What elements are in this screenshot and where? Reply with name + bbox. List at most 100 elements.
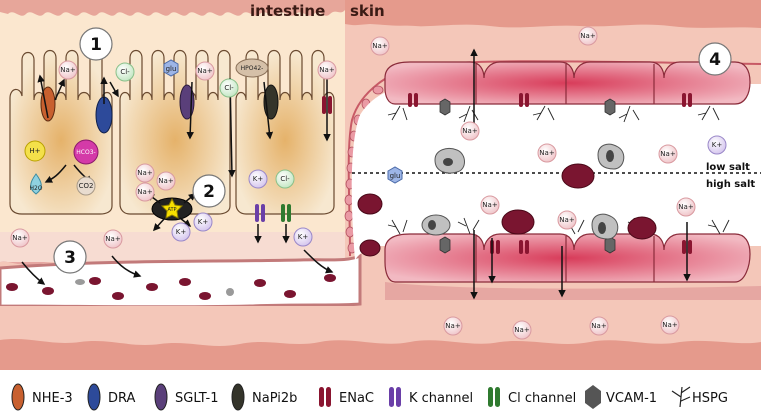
legend-label: NHE-3 (32, 391, 73, 406)
svg-text:Na+: Na+ (482, 201, 498, 209)
hspg-icon (671, 386, 691, 408)
na-ion: Na+ (135, 163, 155, 183)
channel-icon (319, 387, 331, 407)
legend-panel (0, 372, 761, 419)
svg-text:Na+: Na+ (591, 322, 607, 330)
na-ion: Na+ (589, 316, 609, 336)
step-badge-4: 4 (698, 42, 732, 76)
legend-item: Cl channel (488, 387, 576, 407)
na-ion: Na+ (512, 320, 532, 340)
legend-item: HSPG (671, 386, 728, 408)
na-ion: Na+ (10, 228, 30, 248)
svg-text:Na+: Na+ (559, 216, 575, 224)
upper-endothelium (384, 61, 751, 105)
svg-text:glu: glu (166, 65, 177, 73)
svg-text:1: 1 (90, 35, 102, 55)
svg-text:Na+: Na+ (678, 203, 694, 211)
legend-item: SGLT-1 (154, 383, 219, 411)
k-ion: K+ (193, 212, 213, 232)
na-ion: Na+ (135, 182, 155, 202)
k-channel (255, 204, 265, 222)
legend-label: K channel (409, 391, 473, 406)
step-badge-3: 3 (53, 240, 87, 274)
na-ion: Na+ (578, 26, 598, 46)
svg-text:Na+: Na+ (137, 169, 153, 177)
cell-1 (9, 49, 113, 215)
ions: Na+ Na+ Na+ Na+ Na+ Na+ Na+ Na+ Na+ Na+ … (10, 26, 727, 340)
svg-text:Na+: Na+ (158, 177, 174, 185)
svg-text:CO2: CO2 (79, 182, 94, 190)
legend-label: ENaC (339, 391, 374, 406)
legend-label: Cl channel (508, 391, 576, 406)
skin-lumen (351, 84, 761, 260)
channel-icon (389, 387, 401, 407)
legend-item: K channel (389, 387, 473, 407)
cl-ion: Cl- (115, 62, 135, 82)
legend-label: HSPG (692, 391, 728, 406)
intestine-brush-border (0, 0, 345, 16)
na-ion: Na+ (460, 121, 480, 141)
svg-text:glu: glu (390, 172, 401, 180)
legend-item: VCAM-1 (585, 385, 657, 409)
skin-dermis-top (345, 0, 761, 28)
svg-text:Na+: Na+ (60, 66, 76, 74)
na-ion: Na+ (537, 143, 557, 163)
glucose: glu (387, 166, 403, 184)
na-ion: Na+ (58, 60, 78, 80)
cl-ion: Cl- (275, 169, 295, 189)
svg-text:Na+: Na+ (539, 149, 555, 157)
glucose: glu (163, 59, 179, 77)
legend: NHE-3 DRA SGLT-1 NaPi2b ENaC K channel Cl chan… (11, 383, 728, 411)
legend-item: DRA (87, 383, 136, 411)
na-ion: Na+ (370, 36, 390, 56)
svg-text:Na+: Na+ (372, 42, 388, 50)
svg-text:Cl-: Cl- (120, 68, 130, 76)
legend-item: ENaC (319, 387, 374, 407)
h2o-drop: H2O (29, 173, 43, 195)
transporter-icon (154, 383, 168, 411)
na-ion: Na+ (195, 61, 215, 81)
vcam1-markers (439, 98, 616, 254)
svg-text:Cl-: Cl- (280, 175, 290, 183)
skin-heading: skin (350, 2, 385, 20)
svg-text:4: 4 (709, 50, 721, 70)
co2-ion: CO2 (76, 176, 96, 196)
svg-text:K+: K+ (253, 175, 264, 183)
svg-text:Na+: Na+ (514, 326, 530, 334)
svg-text:Na+: Na+ (197, 67, 213, 75)
na-ion: Na+ (103, 229, 123, 249)
k-ion: K+ (293, 227, 313, 247)
svg-text:Na+: Na+ (462, 127, 478, 135)
svg-text:K+: K+ (176, 228, 187, 236)
legend-label: DRA (108, 391, 136, 406)
channel-icon (488, 387, 500, 407)
skin-dermis-bottom (0, 339, 761, 370)
svg-text:K+: K+ (298, 233, 309, 241)
k-ion: K+ (248, 169, 268, 189)
high-salt-label: high salt (706, 179, 755, 190)
cl-channel (281, 204, 291, 222)
low-salt-label: low salt (706, 162, 750, 173)
hco3-ion: HCO3- (73, 139, 99, 165)
cl-ion: Cl- (219, 78, 239, 98)
svg-text:Cl-: Cl- (224, 84, 234, 92)
legend-label: VCAM-1 (606, 391, 657, 406)
svg-text:2: 2 (203, 182, 215, 202)
legend-item: NHE-3 (11, 383, 73, 411)
na-ion: Na+ (676, 197, 696, 217)
na-ion: Na+ (658, 144, 678, 164)
transporter-icon (87, 383, 101, 411)
svg-text:3: 3 (64, 248, 76, 268)
immune-cells (421, 143, 625, 240)
legend-label: SGLT-1 (175, 391, 219, 406)
skin-red-blood-cells (357, 163, 657, 257)
red-blood-cells (6, 274, 336, 300)
na-ion: Na+ (317, 60, 337, 80)
svg-text:Na+: Na+ (319, 66, 335, 74)
svg-text:Na+: Na+ (662, 321, 678, 329)
svg-text:HPO42-: HPO42- (241, 65, 264, 72)
na-ion: Na+ (480, 195, 500, 215)
legend-label: NaPi2b (252, 391, 297, 406)
svg-text:K+: K+ (198, 218, 209, 226)
